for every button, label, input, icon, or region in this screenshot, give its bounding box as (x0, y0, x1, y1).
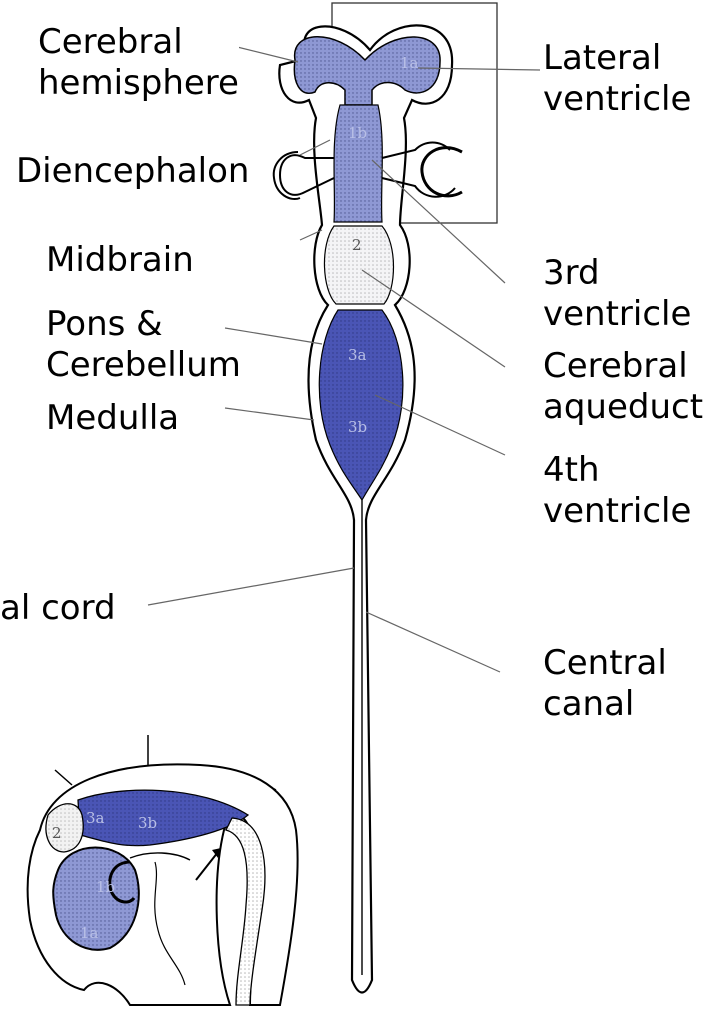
tag-2: 2 (352, 236, 362, 254)
label-pons-cerebellum: Pons & Cerebellum (46, 304, 241, 386)
embryo-inset: 3a 3b 2 1b 1a (28, 735, 298, 1005)
tag-1a: 1a (400, 54, 419, 72)
label-third-ventricle: 3rd ventricle (543, 253, 691, 335)
label-spinal-cord: al cord (0, 588, 116, 629)
inset-tag-1a: 1a (80, 924, 99, 942)
inset-tag-1b: 1b (96, 878, 115, 896)
label-cerebral-aqueduct: Cerebral aqueduct (543, 346, 703, 428)
inset-tag-2: 2 (52, 824, 62, 842)
label-midbrain: Midbrain (46, 240, 194, 281)
label-lateral-ventricle: Lateral ventricle (543, 38, 691, 120)
label-central-canal: Central canal (543, 643, 667, 725)
label-cerebral-hemisphere: Cerebral hemisphere (38, 22, 239, 104)
right-optic-cup (422, 148, 462, 196)
tag-3a: 3a (348, 346, 367, 364)
tag-3b: 3b (348, 418, 367, 436)
label-medulla: Medulla (46, 398, 179, 439)
inset-tag-3b: 3b (138, 814, 157, 832)
label-diencephalon: Diencephalon (16, 151, 249, 192)
inset-tag-3a: 3a (86, 809, 105, 827)
label-fourth-ventricle: 4th ventricle (543, 450, 691, 532)
tag-1b: 1b (348, 124, 367, 142)
